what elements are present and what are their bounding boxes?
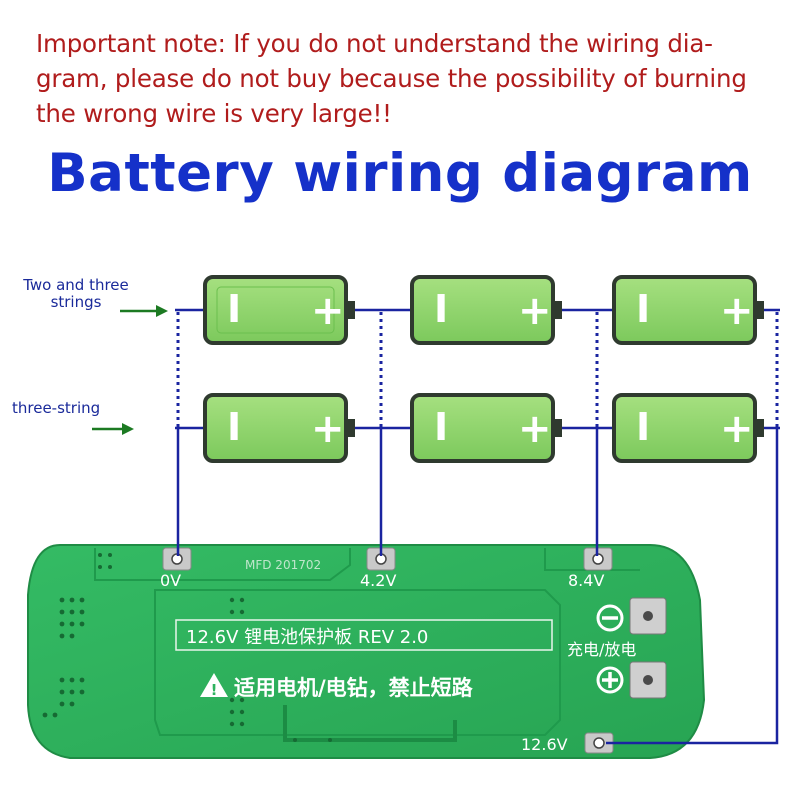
two-three-label-line-1: Two and three — [23, 276, 129, 294]
battery-plus-mark: + — [311, 288, 345, 334]
pad-4-2v-label: 4.2V — [360, 571, 396, 590]
via-dots — [42, 553, 332, 742]
battery-plus-mark: + — [518, 406, 552, 452]
battery-icon: I + — [203, 275, 355, 345]
diagram-title: Battery wiring diagram — [47, 143, 753, 204]
protection-board: ! MFD 201702 12.6V 锂电池保护板 REV 2.0 适用电机/电… — [27, 544, 706, 759]
battery-minus-mark: I — [636, 405, 650, 449]
note-line-3: the wrong wire is very large!! — [36, 99, 392, 128]
board-model-text: 12.6V 锂电池保护板 REV 2.0 — [186, 627, 428, 648]
wires — [175, 308, 780, 745]
date-code: MFD 201702 — [245, 558, 321, 572]
note-line-1: Important note: If you do not understand… — [36, 29, 713, 58]
battery-plus-mark: + — [720, 288, 754, 334]
battery-icon: I + — [410, 275, 562, 345]
battery-icon: I + — [612, 275, 764, 345]
pad-12-6v-label: 12.6V — [521, 735, 568, 754]
charge-discharge-label: 充电/放电 — [567, 640, 636, 659]
battery-row-2: I + I + I + — [203, 393, 764, 463]
battery-plus-mark: + — [518, 288, 552, 334]
minus-circle-icon — [596, 604, 624, 632]
battery-icon: I + — [612, 393, 764, 463]
battery-minus-mark: I — [227, 287, 241, 331]
warning-mark: ! — [211, 681, 218, 699]
pad-0v-label: 0V — [160, 571, 181, 590]
battery-minus-mark: I — [434, 405, 448, 449]
two-three-strings-label: Two and three strings — [6, 277, 146, 311]
arrow-right-icon — [120, 305, 168, 317]
battery-icon: I + — [203, 393, 355, 463]
pad-8-4v-label: 8.4V — [568, 571, 604, 590]
battery-minus-mark: I — [434, 287, 448, 331]
plus-circle-icon — [596, 666, 624, 694]
battery-minus-mark: I — [636, 287, 650, 331]
battery-row-1: I + I + I + — [203, 275, 764, 345]
battery-plus-mark: + — [311, 406, 345, 452]
board-warning-text: 适用电机/电钻，禁止短路 — [234, 676, 474, 700]
battery-minus-mark: I — [227, 405, 241, 449]
two-three-label-line-2: strings — [50, 293, 102, 311]
warning-triangle-icon: ! — [200, 673, 228, 699]
three-string-label: three-string — [12, 399, 101, 417]
battery-icon: I + — [410, 393, 562, 463]
note-line-2: gram, please do not buy because the poss… — [36, 64, 747, 93]
battery-plus-mark: + — [720, 406, 754, 452]
arrow-right-icon — [92, 423, 134, 435]
important-note: Important note: If you do not understand… — [36, 26, 776, 131]
